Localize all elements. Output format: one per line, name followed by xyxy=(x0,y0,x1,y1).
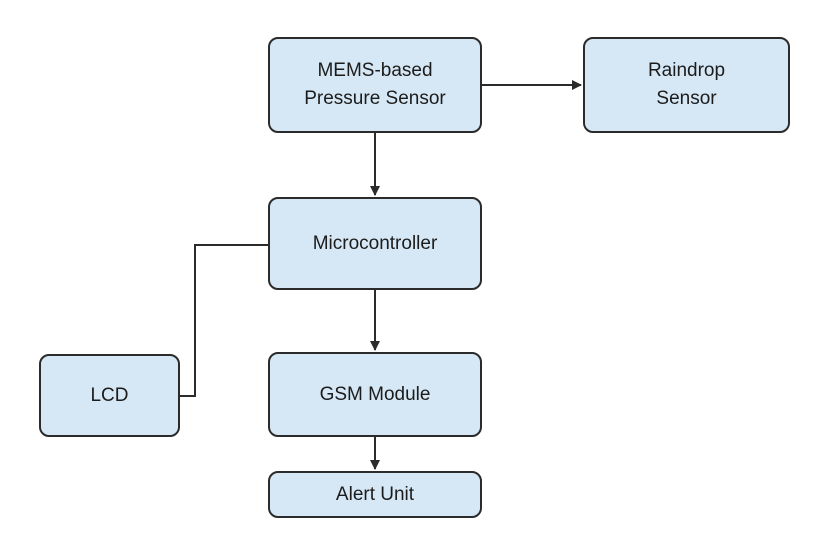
node-mems-pressure-sensor: MEMS-based Pressure Sensor xyxy=(268,37,482,133)
node-raindrop-sensor: Raindrop Sensor xyxy=(583,37,790,133)
node-label: Alert Unit xyxy=(335,483,415,505)
node-gsm-module: GSM Module xyxy=(268,352,482,437)
node-microcontroller: Microcontroller xyxy=(268,197,482,290)
node-label: GSM Module xyxy=(319,383,431,405)
node-label: MEMS-based Pressure Sensor xyxy=(304,60,446,109)
node-alert-unit: Alert Unit xyxy=(268,471,482,518)
node-label: Raindrop Sensor xyxy=(647,60,726,109)
node-label: LCD xyxy=(90,384,129,406)
node-lcd: LCD xyxy=(39,354,180,437)
edge-micro-to-lcd xyxy=(180,244,268,397)
node-label: Microcontroller xyxy=(312,232,438,254)
